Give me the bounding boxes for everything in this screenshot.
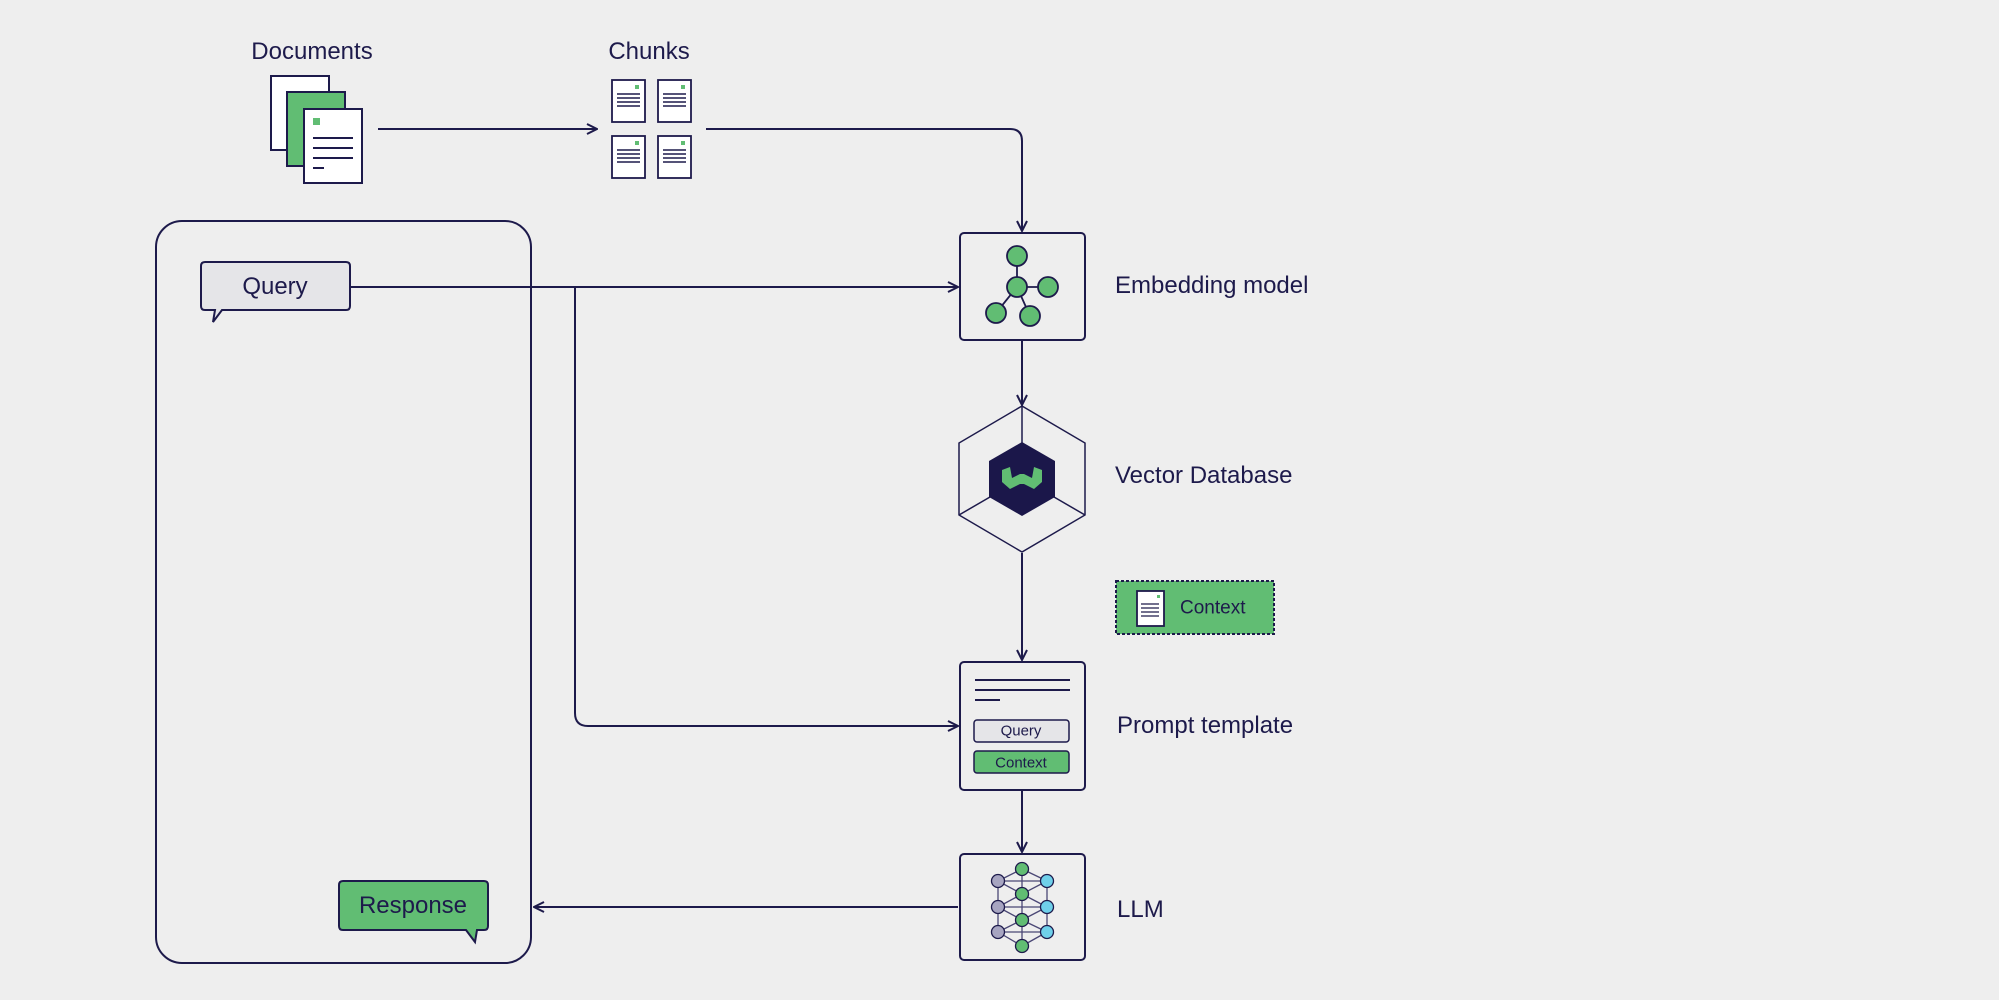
neural-network-icon bbox=[990, 861, 1055, 954]
chunk-icon bbox=[611, 79, 646, 123]
edge-chunks-to-embedding bbox=[706, 128, 1022, 231]
query-bubble-label: Query bbox=[242, 273, 308, 300]
llm-node bbox=[959, 853, 1086, 961]
documents-stack-icon bbox=[270, 75, 363, 184]
chunk-icon bbox=[657, 79, 692, 123]
response-bubble bbox=[338, 880, 489, 945]
context-chip bbox=[1115, 580, 1275, 635]
chunk-icon bbox=[611, 135, 646, 179]
llm-label: LLM bbox=[1117, 896, 1164, 923]
prompt-template-node bbox=[959, 661, 1086, 791]
edge-query-to-prompt bbox=[574, 287, 958, 726]
documents-label: Documents bbox=[251, 38, 373, 65]
embedding-graph-icon bbox=[985, 245, 1059, 327]
prompt-template-icon bbox=[973, 679, 1070, 774]
prompt-query-slot-label: Query bbox=[1000, 722, 1042, 740]
chunk-icon bbox=[657, 135, 692, 179]
prompt-context-slot-label: Context bbox=[995, 754, 1047, 772]
response-bubble-label: Response bbox=[358, 892, 468, 919]
query-bubble bbox=[200, 261, 351, 323]
edges bbox=[350, 129, 1022, 907]
app-frame bbox=[155, 220, 532, 964]
prompt-template-label: Prompt template bbox=[1117, 712, 1294, 739]
embedding-model-node bbox=[959, 232, 1086, 341]
vector-database-label: Vector Database bbox=[1115, 462, 1293, 489]
document-icon bbox=[1136, 590, 1165, 627]
embedding-model-label: Embedding model bbox=[1115, 272, 1309, 299]
prompt-query-slot bbox=[973, 719, 1070, 743]
vector-database-node bbox=[958, 405, 1086, 553]
context-chip-label: Context bbox=[1180, 597, 1246, 619]
chunk-documents-icon bbox=[611, 79, 692, 179]
weaviate-logo-icon bbox=[989, 442, 1055, 516]
prompt-context-slot bbox=[973, 750, 1070, 774]
chunks-label: Chunks bbox=[608, 38, 690, 65]
